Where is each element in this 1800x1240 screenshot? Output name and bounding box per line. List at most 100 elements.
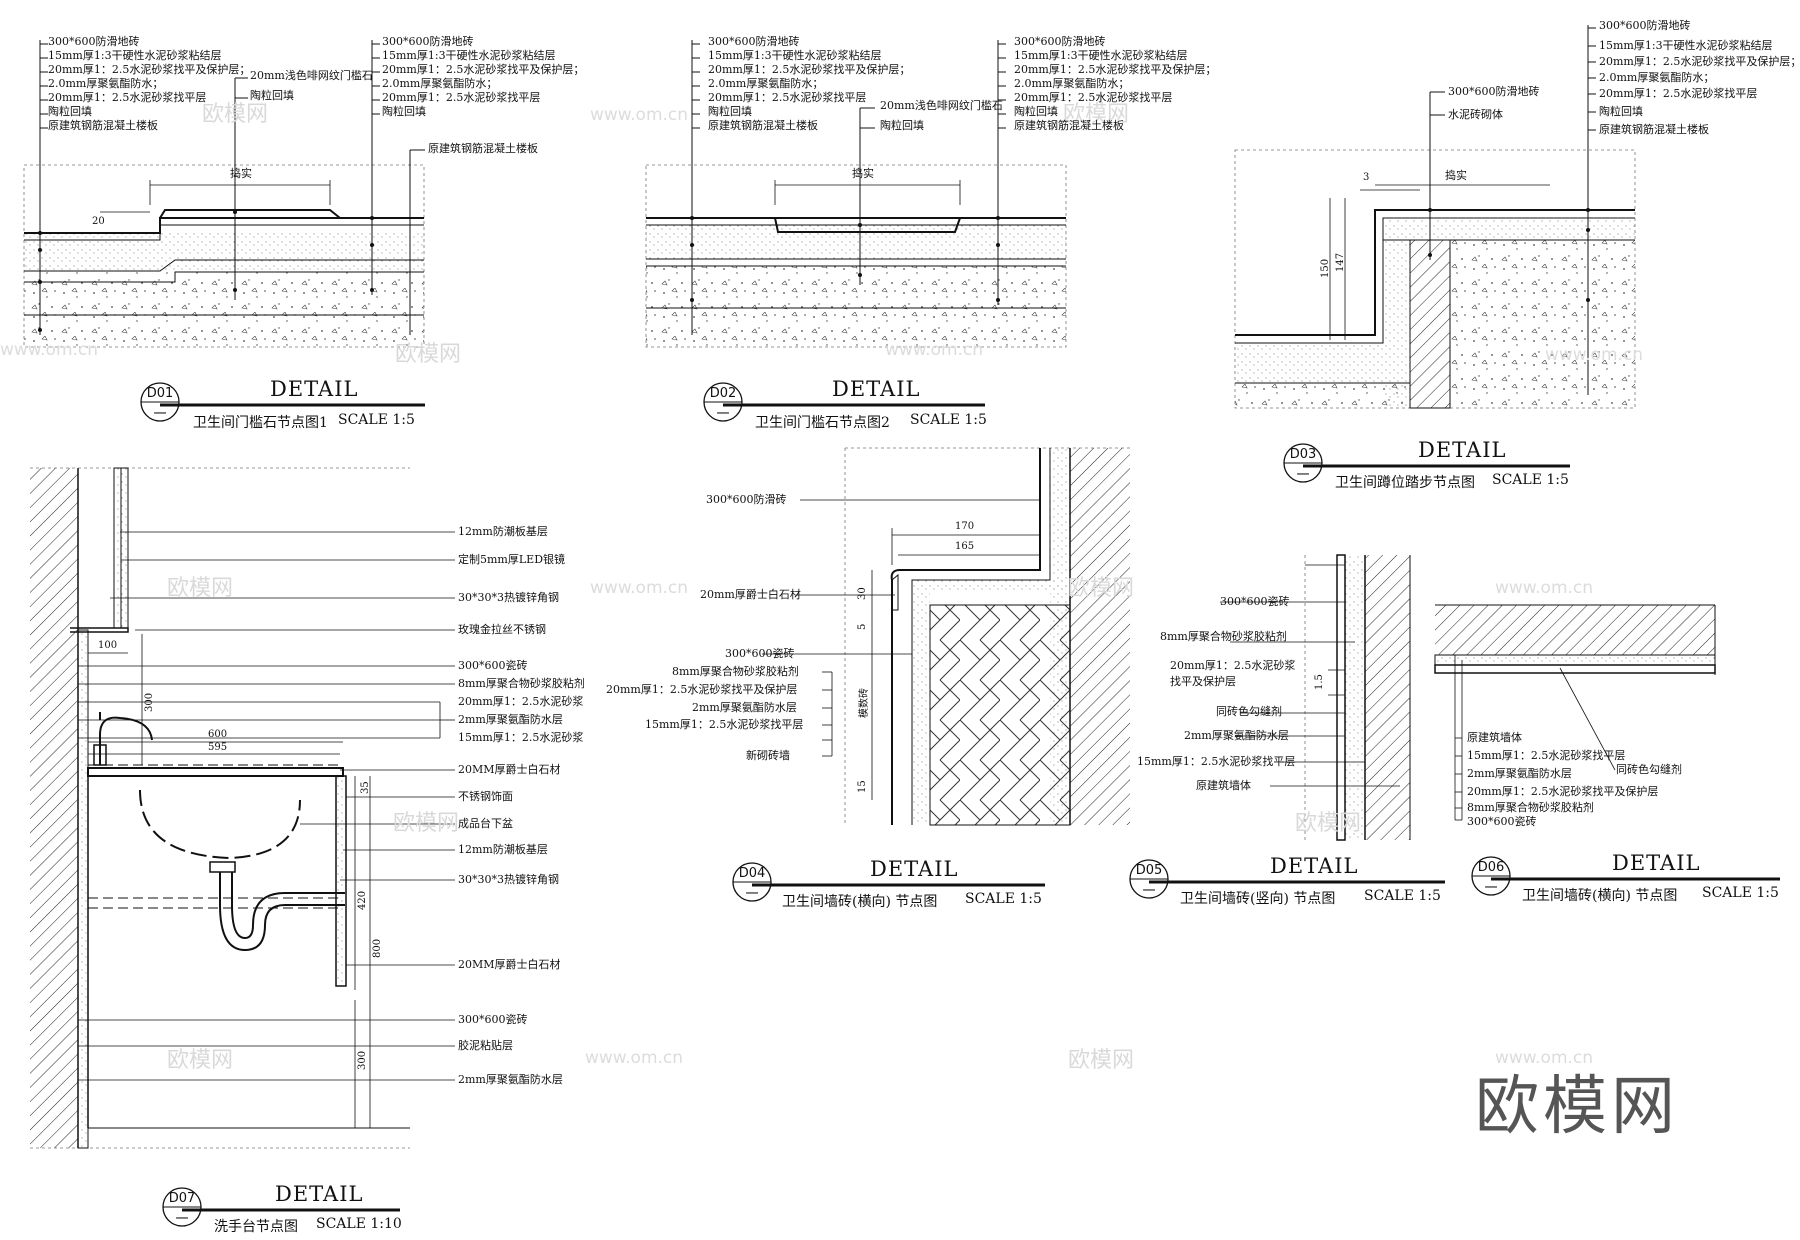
d03-title: 卫生间蹲位踏步节点图 (1335, 475, 1475, 491)
d01-left-label: 原建筑钢筋混凝土楼板 (48, 119, 158, 132)
d06-scale: SCALE 1:5 (1702, 885, 1779, 901)
d02-left-label: 15mm厚1:3干硬性水泥砂浆粘结层 (708, 49, 882, 62)
d06-sub: 一 (1484, 881, 1498, 896)
d06-label: 15mm厚1：2.5水泥砂浆找平层 (1467, 749, 1626, 762)
d02-title: 卫生间门槛石节点图2 (755, 415, 890, 431)
watermark-url: www.om.cn (590, 578, 689, 598)
d01-mid-label: 陶粒回填 (250, 89, 294, 102)
d05-label: 同砖色勾缝剂 (1216, 705, 1282, 718)
d01-left-label: 20mm厚1：2.5水泥砂浆找平及保护层； (48, 63, 251, 76)
d04-dim: 15 (857, 780, 868, 793)
detail-d07-drawing (30, 467, 455, 1227)
d02-sub: 一 (716, 407, 730, 422)
d07-sub: 一 (175, 1212, 189, 1227)
d02-mid-label: 陶粒回填 (880, 119, 924, 132)
d07-label: 30*30*3热镀锌角钢 (458, 873, 559, 886)
d02-left-label: 陶粒回填 (708, 105, 752, 118)
d02-right-label: 15mm厚1:3干硬性水泥砂浆粘结层 (1014, 49, 1188, 62)
d04-vert-text: 模数砖 (859, 688, 870, 718)
d07-scale: SCALE 1:10 (316, 1216, 402, 1232)
d07-dim: 100 (98, 640, 118, 651)
d07-label: 12mm防潮板基层 (458, 525, 548, 538)
d01-left-label: 15mm厚1:3干硬性水泥砂浆粘结层 (48, 49, 222, 62)
d06-side-label: 同砖色勾缝剂 (1616, 763, 1682, 776)
d02-scale: SCALE 1:5 (910, 412, 987, 428)
d07-label: 2mm厚聚氨酯防水层 (458, 713, 563, 726)
d03-dim: 150 (1320, 258, 1331, 278)
d03-top-label: 20mm厚1：2.5水泥砂浆找平层 (1599, 87, 1758, 100)
d04-dim: 5 (857, 623, 868, 630)
d01-tamp-label: 捣实 (230, 167, 252, 180)
watermark-text: 欧模网 (395, 342, 462, 367)
d02-right-label: 20mm厚1：2.5水泥砂浆找平及保护层； (1014, 63, 1217, 76)
d06-label: 20mm厚1：2.5水泥砂浆找平及保护层 (1467, 785, 1659, 798)
d02-left-label: 原建筑钢筋混凝土楼板 (708, 119, 818, 132)
d04-label: 2mm厚聚氨酯防水层 (692, 701, 797, 714)
d01-right-label: 300*600防滑地砖 (382, 35, 474, 48)
d05-label: 20mm厚1：2.5水泥砂浆 (1170, 659, 1296, 672)
d06-label: 8mm厚聚合物砂浆胶粘剂 (1467, 801, 1594, 814)
d05-label: 原建筑墙体 (1196, 779, 1251, 792)
d04-dim: 30 (857, 587, 868, 600)
watermark-text: 欧模网 (393, 811, 460, 836)
d02-left-label: 20mm厚1：2.5水泥砂浆找平层 (708, 91, 867, 104)
d02-right-label: 20mm厚1：2.5水泥砂浆找平层 (1014, 91, 1173, 104)
d02-right-label: 2.0mm厚聚氨酯防水； (1014, 77, 1130, 90)
detail-d01-drawing (23, 40, 425, 422)
d02-left-label: 20mm厚1：2.5水泥砂浆找平及保护层； (708, 63, 911, 76)
d01-left-label: 陶粒回填 (48, 105, 92, 118)
d05-label: 找平及保护层 (1170, 675, 1236, 688)
d03-dim: 3 (1363, 172, 1370, 183)
d07-dim: 300 (144, 692, 155, 712)
watermark-url: www.om.cn (585, 1048, 684, 1068)
d01-code: D01 (146, 386, 174, 401)
d07-label: 300*600瓷砖 (458, 1013, 528, 1026)
d01-right-label: 陶粒回填 (382, 105, 426, 118)
d01-right-label: 原建筑钢筋混凝土楼板 (428, 142, 538, 155)
d07-dim: 800 (372, 938, 383, 958)
d05-title: 卫生间墙砖(竖向) 节点图 (1180, 891, 1336, 907)
detail-d02-drawing (645, 40, 1067, 422)
d04-dim: 170 (955, 521, 975, 532)
d07-label: 胶泥粘贴层 (458, 1039, 513, 1052)
d03-detail-heading: DETAIL (1418, 438, 1507, 462)
d07-code: D07 (168, 1191, 196, 1206)
watermark-url: www.om.cn (1495, 578, 1594, 598)
d01-step-dim: 20 (92, 216, 105, 227)
d03-sub: 一 (1296, 468, 1310, 483)
d01-right-label: 20mm厚1：2.5水泥砂浆找平层 (382, 91, 541, 104)
d05-label: 15mm厚1：2.5水泥砂浆找平层 (1137, 755, 1296, 768)
d07-label: 20MM厚爵士白石材 (458, 958, 561, 971)
d04-label: 300*600瓷砖 (725, 647, 795, 660)
d07-label: 成品台下盆 (458, 817, 513, 830)
d02-left-label: 2.0mm厚聚氨酯防水； (708, 77, 824, 90)
d01-detail-heading: DETAIL (270, 377, 359, 401)
d07-label: 30*30*3热镀锌角钢 (458, 591, 559, 604)
d05-detail-heading: DETAIL (1270, 854, 1359, 878)
d06-detail-heading: DETAIL (1612, 851, 1701, 875)
watermark-text: 欧模网 (167, 576, 234, 601)
d03-top-label: 2.0mm厚聚氨酯防水； (1599, 71, 1715, 84)
d06-label: 300*600瓷砖 (1467, 815, 1537, 828)
d01-left-label: 20mm厚1：2.5水泥砂浆找平层 (48, 91, 207, 104)
d03-scale: SCALE 1:5 (1492, 472, 1569, 488)
d04-label: 15mm厚1：2.5水泥砂浆找平层 (645, 718, 804, 731)
d05-label: 8mm厚聚合物砂浆胶粘剂 (1160, 630, 1287, 643)
d01-left-label: 2.0mm厚聚氨酯防水； (48, 77, 164, 90)
watermark-text: 欧模网 (1295, 811, 1362, 836)
watermark-url: www.om.cn (590, 105, 689, 125)
d02-detail-heading: DETAIL (832, 377, 921, 401)
d02-tamp-label: 捣实 (852, 167, 874, 180)
d07-detail-heading: DETAIL (275, 1182, 364, 1206)
detail-d04-drawing (732, 447, 1130, 902)
d05-sub: 一 (1142, 884, 1156, 899)
d03-top-label: 原建筑钢筋混凝土楼板 (1599, 123, 1709, 136)
d03-top-label: 15mm厚1:3干硬性水泥砂浆粘结层 (1599, 39, 1773, 52)
d04-code: D04 (738, 866, 766, 881)
d04-title: 卫生间墙砖(横向) 节点图 (782, 894, 938, 910)
d03-top-label: 陶粒回填 (1599, 105, 1643, 118)
d01-scale: SCALE 1:5 (338, 412, 415, 428)
d02-right-label: 原建筑钢筋混凝土楼板 (1014, 119, 1124, 132)
d05-scale: SCALE 1:5 (1364, 888, 1441, 904)
